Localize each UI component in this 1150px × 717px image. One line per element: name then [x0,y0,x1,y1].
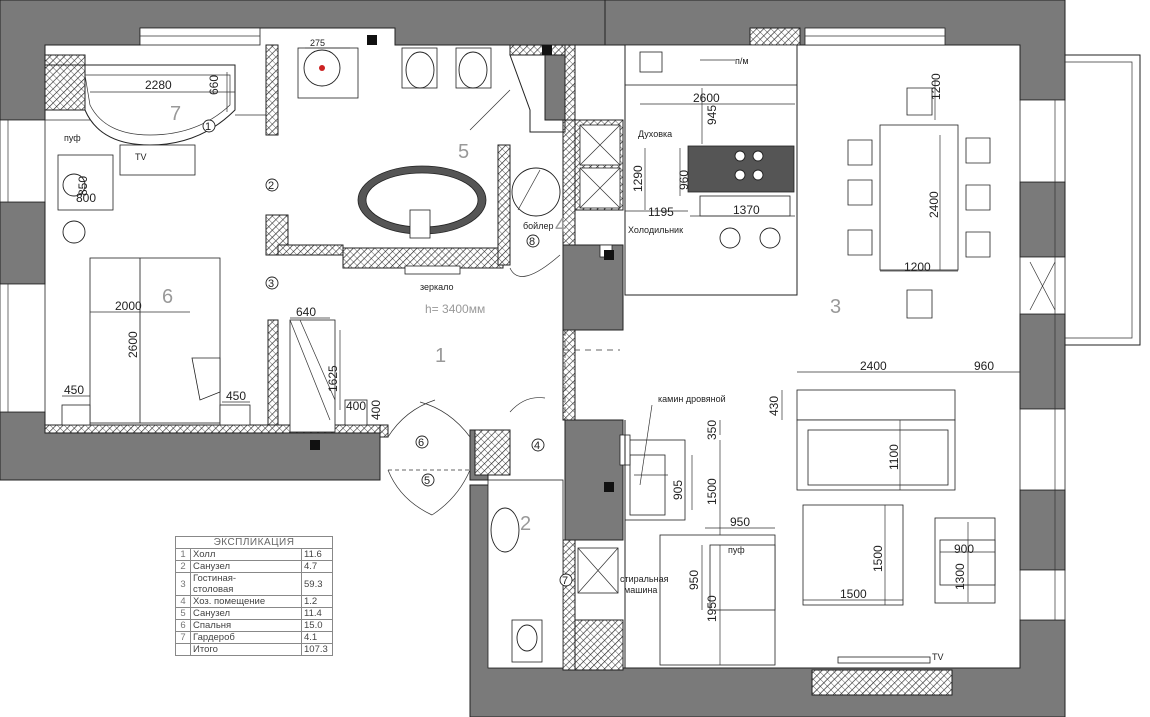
label-fireplace: камин дровяной [658,394,726,404]
total-label: Итого [190,643,302,656]
label-boiler: бойлер [523,221,553,231]
dim-bedside-right: 450 [226,389,246,403]
dim-bed-length: 2600 [126,331,140,358]
doors [387,330,620,516]
dim-island-depth-b: 960 [677,170,691,190]
total-area: 107.3 [301,643,333,656]
dim-fireplace-len: 1500 [705,478,719,505]
bedroom-furniture [57,154,368,433]
dim-chair-d: 1300 [953,563,967,590]
table-row: 1 Холл 11.6 [175,548,333,561]
living-furniture [577,389,996,668]
door-marker-6: 6 [418,437,424,449]
dim-rug-b: 1500 [840,587,867,601]
dimension-lines [62,47,1020,665]
room-number-7: 7 [170,103,181,125]
room-number-2: 2 [520,513,531,535]
door-markers: 1 2 3 4 5 6 7 8 [202,119,573,587]
table-row: 2 Санузел 4.7 [175,560,333,573]
label-mirror: зеркало [420,282,454,292]
door-marker-3: 3 [268,278,274,290]
dimension-values: 2280 660 2600 2000 450 450 850 800 640 1… [64,38,994,622]
row-name-line1: Гостиная- [193,573,237,584]
room-number-4: 4 [555,215,566,237]
row-name-line2: столовая [193,584,234,595]
table-row: 5 Санузел 11.4 [175,607,333,620]
dim-sofa-depth: 430 [767,396,781,416]
dim-island-gap: 1195 [648,205,674,219]
dim-table-end: 1200 [929,73,943,100]
ceiling-height: h= 3400мм [425,302,485,316]
dim-sofa-side: 960 [974,359,994,373]
label-fridge: Холодильник [628,225,683,235]
dim-wardrobe-depth: 660 [207,75,221,95]
table-total-row: Итого 107.3 [175,643,333,656]
dim-fireplace-gap: 350 [705,420,719,440]
dining-furniture [847,87,991,319]
dim-box-w: 400 [346,399,366,413]
wardrobe [44,64,266,176]
bathroom-fixtures [297,47,566,277]
dim-pouf-b: 800 [76,191,96,205]
dim-box-h: 400 [369,400,383,420]
label-pouf-living: пуф [728,545,745,555]
bathroom-2-fixtures [487,479,564,669]
label-oven: Духовка [638,129,672,139]
dim-pouf-w: 950 [730,515,750,529]
dim-kitchen-run: 2600 [693,91,720,105]
object-labels: h= 3400мм пуф TV зеркало бойлер Духовка … [64,56,944,662]
table-row: 6 Спальня 15.0 [175,619,333,632]
section-markers [310,35,614,492]
door-marker-1: 1 [205,121,211,133]
dim-chair-w: 900 [954,542,974,556]
dim-island-length: 1370 [733,203,760,217]
dim-pouf-d: 950 [687,570,701,590]
table-row: 3 Гостиная-столовая 59.3 [175,572,333,596]
dim-bedside-left: 450 [64,383,84,397]
label-tv-living: TV [932,652,944,662]
balcony [1029,54,1141,346]
dim-table-length: 2400 [927,191,941,218]
label-washer-line2: машина [624,585,657,595]
explication-table: ЭКСПЛИКАЦИЯ 1 Холл 11.6 2 Санузел 4.7 3 … [175,536,333,656]
room-number-5: 5 [458,141,469,163]
explication-title: ЭКСПЛИКАЦИЯ [175,536,333,549]
table-row: 4 Хоз. помещение 1.2 [175,595,333,608]
dim-closet-width: 640 [296,305,316,319]
dim-sink-a: 275 [310,38,325,48]
room-number-6: 6 [162,286,173,308]
dim-closet-length: 1625 [326,365,340,392]
dim-table-width: 1200 [904,260,931,274]
label-washer-line1: стиральная [620,574,669,584]
dim-island-depth-a: 1290 [631,165,645,192]
table-row: 7 Гардероб 4.1 [175,631,333,644]
dim-rug-a: 1500 [871,545,885,572]
dim-sofa-length: 2400 [860,359,887,373]
door-marker-4: 4 [534,440,540,452]
dim-pouf-offset: 1950 [705,595,719,622]
label-pouf-bedroom: пуф [64,133,81,143]
dim-bed-width: 2000 [115,299,142,313]
dim-coffee-table: 1100 [887,444,901,470]
label-tv-bedroom: TV [135,152,147,162]
room-number-1: 1 [435,345,446,367]
door-marker-7: 7 [562,575,568,587]
door-marker-5: 5 [424,475,430,487]
windows [0,27,1066,621]
dim-fireplace-depth: 905 [671,480,685,500]
dim-wardrobe-length: 2280 [145,78,172,92]
door-marker-8: 8 [529,236,535,248]
door-marker-2: 2 [268,180,274,192]
label-dishwasher: п/м [735,56,749,66]
kitchen-furniture [579,44,798,296]
room-number-3: 3 [830,296,841,318]
dim-pouf-a: 850 [76,176,90,196]
room-numbers: 1 2 3 4 5 6 7 [162,103,841,535]
dim-kitchen-depth: 945 [705,105,719,125]
